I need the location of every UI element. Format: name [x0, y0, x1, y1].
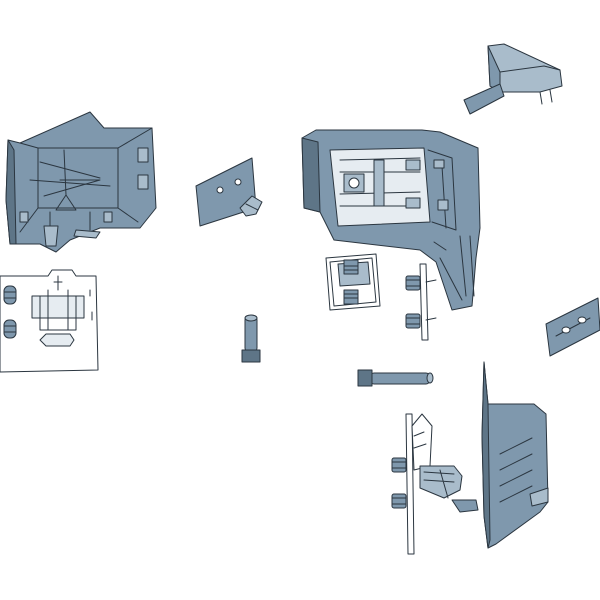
square-clip	[325, 253, 381, 311]
corner-housing-left	[5, 111, 157, 253]
side-panel-with-fixing	[391, 361, 549, 555]
dowel-pin-horizontal	[357, 369, 434, 387]
corner-housing-right	[301, 129, 481, 311]
cover-cap-top-right	[463, 43, 563, 115]
bracket-plate-small	[195, 157, 263, 227]
dowel-pin-vertical	[241, 314, 261, 363]
mounting-plate-left	[0, 269, 99, 373]
slotted-plate-right	[545, 297, 600, 357]
front-fixing-with-screws	[405, 263, 437, 341]
